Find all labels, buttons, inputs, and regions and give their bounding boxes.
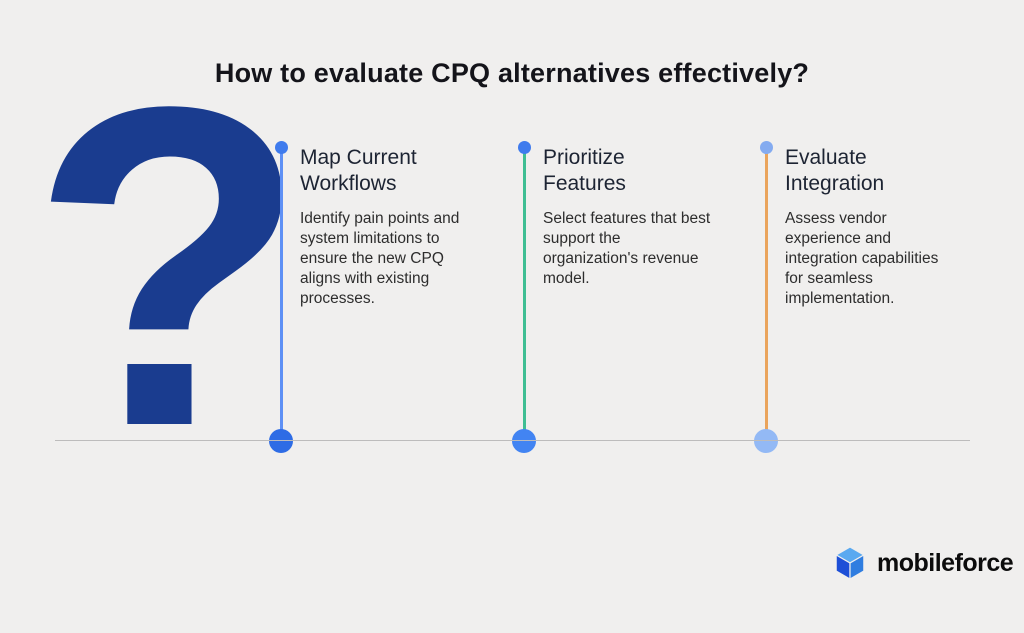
column-body: Select features that best support the or… (543, 210, 711, 287)
logo: mobileforce (830, 543, 1014, 583)
logo-text: mobileforce (877, 548, 1014, 577)
page-title: How to evaluate CPQ alternatives effecti… (214, 58, 810, 88)
question-mark: ? (30, 13, 308, 521)
hexagon-cube-icon (834, 546, 866, 581)
timeline-line (765, 147, 768, 441)
column-body: Identify pain points and system limitati… (300, 210, 460, 307)
column-heading: Prioritize Features (543, 146, 626, 195)
timeline-bottom-dot (269, 429, 293, 453)
timeline-bottom-dot (512, 429, 536, 453)
timeline-line (523, 147, 526, 441)
column-heading: Evaluate Integration (785, 146, 885, 195)
timeline-top-dot (760, 141, 773, 154)
column-body: Assess vendor experience and integration… (785, 210, 939, 307)
timeline-top-dot (518, 141, 531, 154)
timeline-line (280, 147, 283, 441)
column-heading: Map Current Workflows (300, 146, 417, 195)
timeline-top-dot (275, 141, 288, 154)
timeline-baseline (55, 440, 970, 441)
timeline-bottom-dot (754, 429, 778, 453)
